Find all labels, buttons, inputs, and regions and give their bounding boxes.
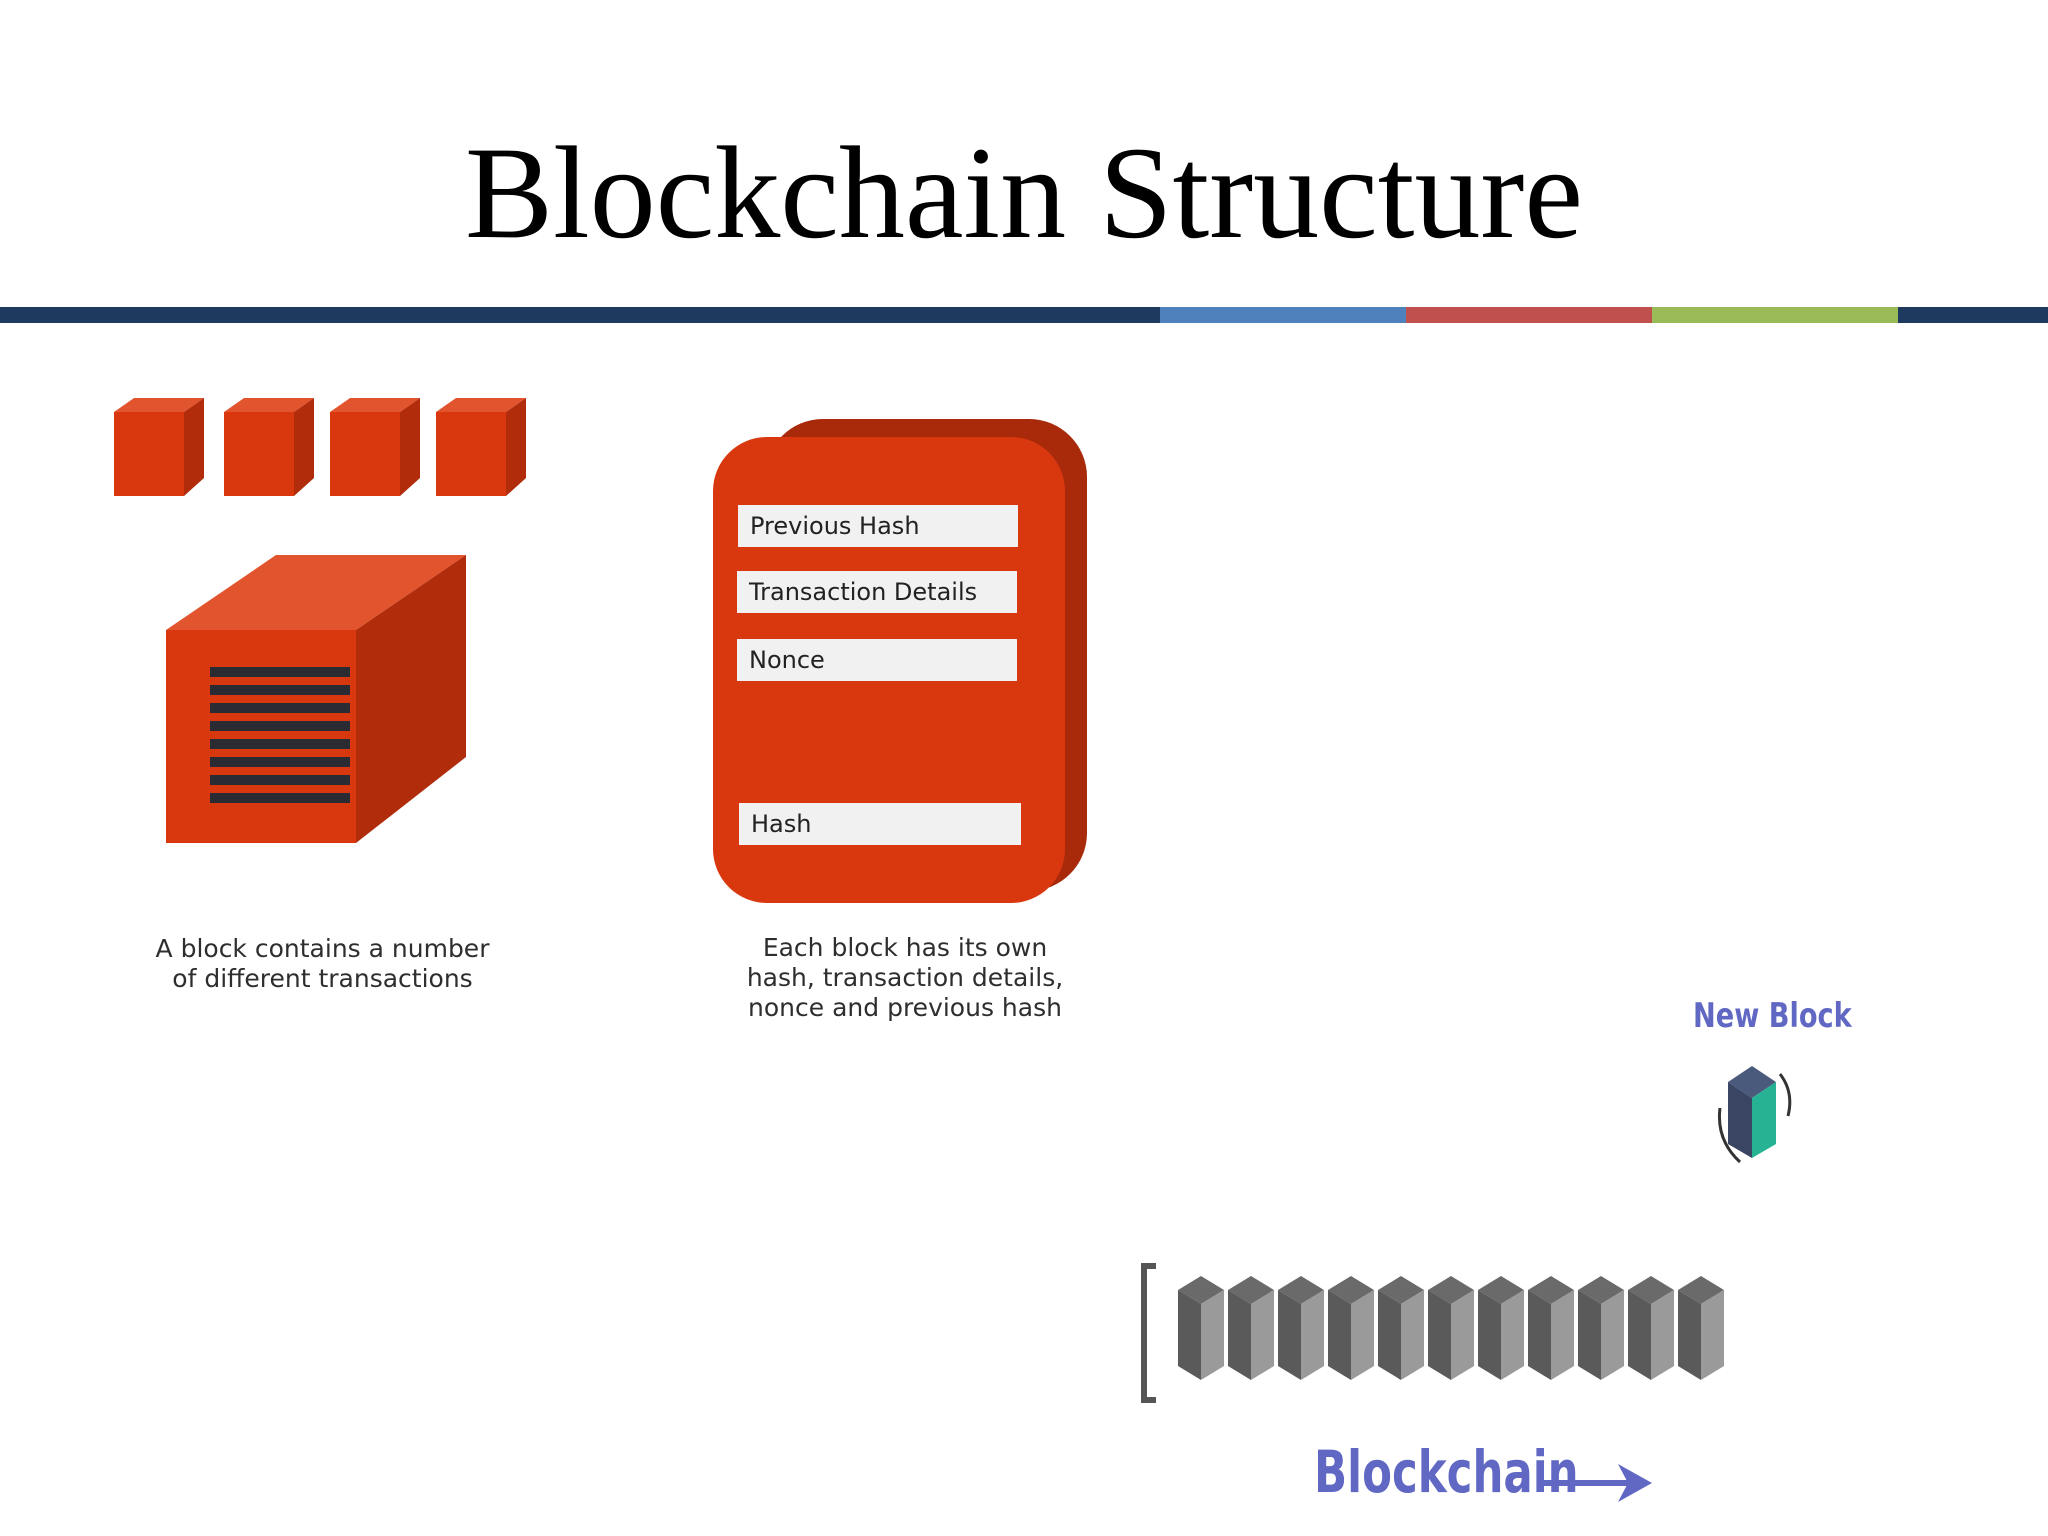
small-cube-4 bbox=[436, 398, 526, 496]
divider-segment-red bbox=[1406, 307, 1652, 323]
middle-caption-line-3: nonce and previous hash bbox=[748, 993, 1062, 1022]
small-cube-1 bbox=[114, 398, 204, 496]
middle-caption-line-1: Each block has its own bbox=[762, 933, 1048, 962]
divider-segment-navy-end bbox=[1898, 307, 2048, 323]
middle-caption: Each block has its own hash, transaction… bbox=[700, 933, 1110, 1023]
new-block-arc-left bbox=[1717, 1107, 1742, 1164]
transaction-lines bbox=[210, 667, 350, 803]
new-block-left bbox=[1728, 1082, 1752, 1158]
new-block-label: New Block bbox=[1693, 996, 1852, 1036]
large-block-cube-illustration bbox=[166, 555, 466, 843]
field-previous-hash: Previous Hash bbox=[738, 505, 1018, 547]
chain-cubes bbox=[1178, 1276, 1724, 1380]
divider-segment-blue bbox=[1160, 307, 1406, 323]
chain-bracket bbox=[1141, 1263, 1156, 1403]
small-block-chain-illustration bbox=[114, 398, 526, 496]
small-cube-2 bbox=[224, 398, 314, 496]
arrow-right-icon bbox=[1542, 1464, 1652, 1502]
left-caption: A block contains a number of different t… bbox=[120, 934, 525, 994]
blockchain-label: Blockchain bbox=[1314, 1438, 1579, 1506]
field-hash: Hash bbox=[739, 803, 1021, 845]
cube-top-face bbox=[166, 555, 466, 630]
blockchain-cube-row bbox=[1141, 1263, 1724, 1403]
divider-segment-navy bbox=[0, 307, 1160, 323]
left-caption-line-1: A block contains a number bbox=[155, 934, 490, 963]
left-caption-line-2: of different transactions bbox=[172, 964, 473, 993]
field-nonce: Nonce bbox=[737, 639, 1017, 681]
middle-caption-line-2: hash, transaction details, bbox=[746, 963, 1064, 992]
title-divider bbox=[0, 307, 2048, 323]
cube-side-face bbox=[356, 555, 466, 843]
small-cube-3 bbox=[330, 398, 420, 496]
cube-front-face bbox=[166, 630, 356, 843]
slide-title: Blockchain Structure bbox=[464, 119, 1583, 266]
field-transaction-details: Transaction Details bbox=[737, 571, 1017, 613]
new-block-arc-right bbox=[1778, 1073, 1792, 1117]
divider-segment-green bbox=[1652, 307, 1898, 323]
new-block-right bbox=[1752, 1082, 1776, 1158]
new-block-icon bbox=[1717, 1066, 1792, 1164]
